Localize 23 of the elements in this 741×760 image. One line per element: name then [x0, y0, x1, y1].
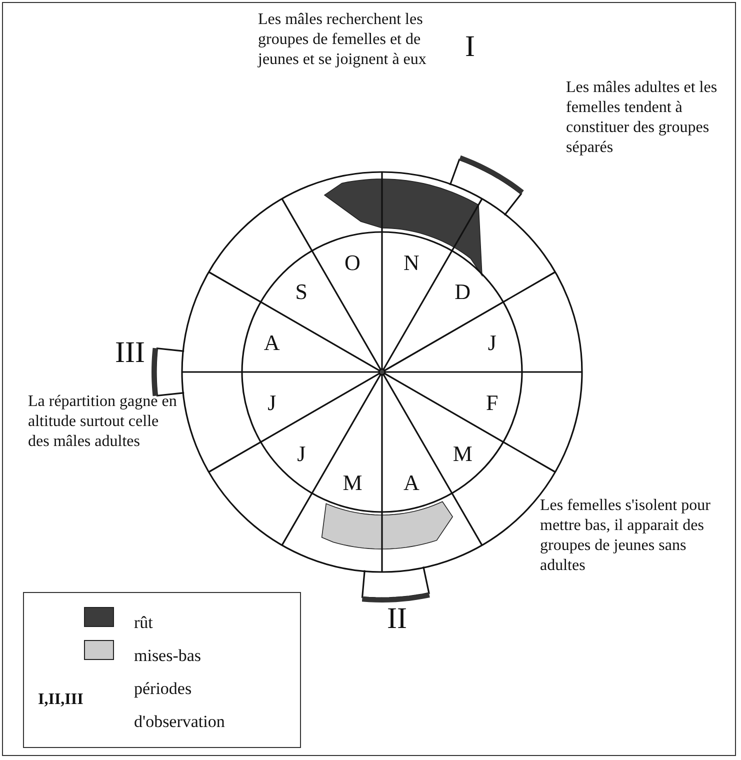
month-letter: M	[452, 440, 474, 468]
month-letter: S	[294, 278, 308, 306]
month-letter: D	[454, 278, 472, 306]
month-letter: A	[402, 469, 420, 498]
month-letter: O	[344, 248, 362, 277]
month-letter: F	[484, 388, 500, 416]
month-letter: J	[266, 388, 278, 416]
legend-label: périodes d'observation	[134, 678, 226, 733]
month-letter: A	[262, 329, 281, 358]
legend-label: mises-bas	[134, 645, 202, 667]
legend-label: rût	[134, 612, 154, 634]
month-letter: J	[486, 329, 498, 358]
period-numeral: I	[464, 29, 476, 65]
period-numeral: II	[386, 601, 408, 637]
note: La répartition gagne en altitude surtout celle des mâles adultes	[28, 392, 178, 452]
period-numeral: III	[114, 335, 146, 371]
note: Les mâles adultes et les femelles tendent à constituer des groupes séparés	[566, 78, 718, 158]
month-letter: N	[402, 248, 420, 277]
legend-symbol: I,II,III	[38, 690, 84, 710]
note: Les mâles recherchent les groupes de femelles et de jeunes et se joignent à eux	[258, 10, 428, 70]
month-letter: M	[342, 469, 364, 498]
month-letter: J	[296, 440, 307, 468]
note: Les femelles s'isolent pour mettre bas, il apparait des groupes de jeunes sans adultes	[540, 496, 712, 576]
